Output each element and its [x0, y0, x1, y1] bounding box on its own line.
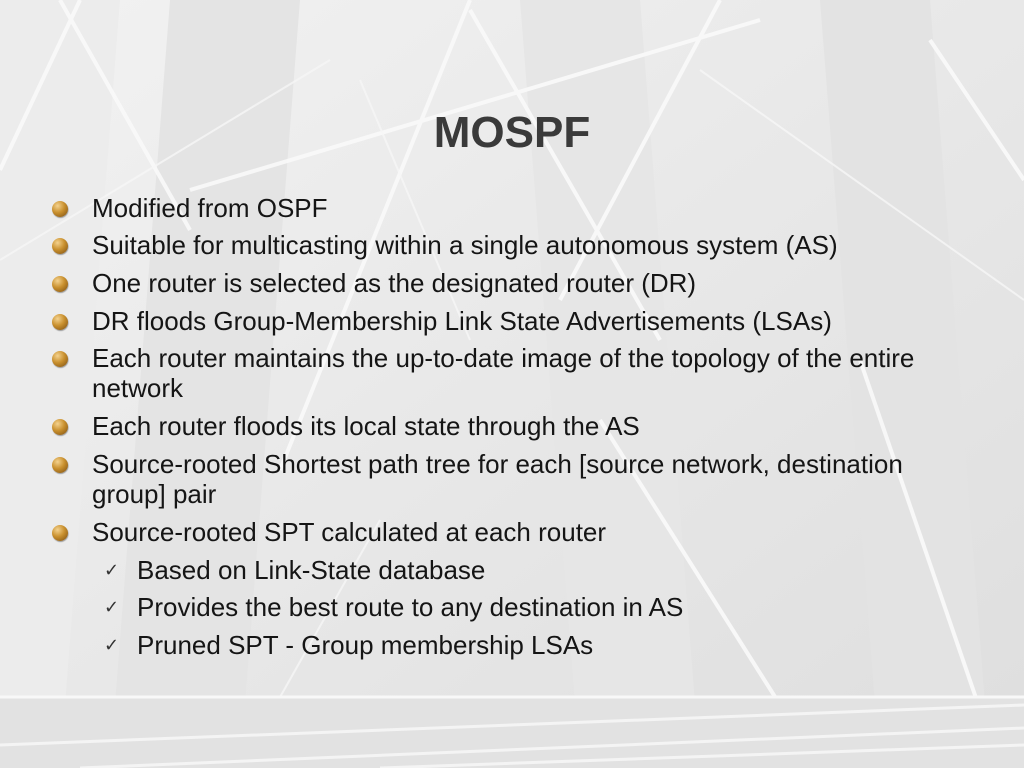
sub-bullet-text: Based on Link-State database	[137, 555, 486, 585]
bullet-item: Each router maintains the up-to-date ima…	[52, 343, 942, 403]
bullet-text: Each router maintains the up-to-date ima…	[92, 343, 915, 403]
bullet-item: Each router floods its local state throu…	[52, 411, 942, 441]
bullet-item: One router is selected as the designated…	[52, 268, 942, 298]
sub-bullet-item: ✓ Based on Link-State database	[104, 555, 937, 585]
sub-bullet-text: Pruned SPT - Group membership LSAs	[137, 630, 594, 660]
bullet-item: DR floods Group-Membership Link State Ad…	[52, 306, 942, 336]
sub-bullet-text: Provides the best route to any destinati…	[137, 592, 684, 622]
bullet-icon	[52, 457, 68, 473]
bullet-text: Each router floods its local state throu…	[92, 411, 640, 441]
checkmark-icon: ✓	[104, 560, 120, 580]
bullet-item: Suitable for multicasting within a singl…	[52, 230, 942, 260]
bullet-icon	[52, 201, 68, 217]
bullet-text: Source-rooted SPT calculated at each rou…	[92, 517, 607, 547]
sub-bullet-item: ✓ Pruned SPT - Group membership LSAs	[104, 630, 937, 660]
bullet-text: Source-rooted Shortest path tree for eac…	[92, 449, 903, 509]
bullet-item: Source-rooted Shortest path tree for eac…	[52, 449, 942, 509]
bullet-icon	[52, 238, 68, 254]
bullet-text: One router is selected as the designated…	[92, 268, 697, 298]
slide-title: MOSPF	[433, 108, 591, 157]
bullet-item: Source-rooted SPT calculated at each rou…	[52, 517, 942, 547]
bullet-text: Modified from OSPF	[92, 193, 328, 223]
checkmark-icon: ✓	[104, 597, 120, 617]
bullet-item: Modified from OSPF	[52, 193, 942, 223]
bullet-icon	[52, 351, 68, 367]
bullet-icon	[52, 419, 68, 435]
bullet-text: DR floods Group-Membership Link State Ad…	[92, 306, 832, 336]
bullet-icon	[52, 314, 68, 330]
checkmark-icon: ✓	[104, 635, 120, 655]
sub-bullet-item: ✓ Provides the best route to any destina…	[104, 592, 937, 622]
bullet-text: Suitable for multicasting within a singl…	[92, 230, 838, 260]
bullet-icon	[52, 276, 68, 292]
bullet-icon	[52, 525, 68, 541]
